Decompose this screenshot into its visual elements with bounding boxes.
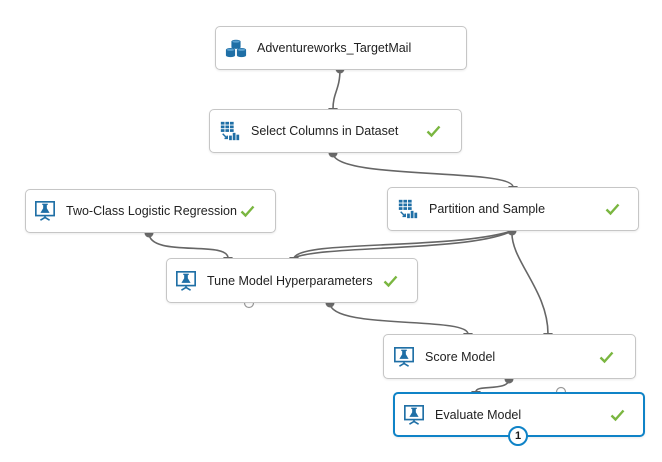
module-score-model[interactable]: Score Model [383,334,636,379]
checkmark-icon [605,203,620,216]
connector-partition-to-score-right [511,230,549,335]
connector-score-to-evaluate [475,378,510,393]
module-label: Score Model [425,349,496,364]
module-label: Evaluate Model [435,407,522,422]
connector-partition-to-tune-2 [293,230,513,259]
module-tune-model-hyperparameters[interactable]: Tune Model Hyperparameters [166,258,418,303]
dataset-icon [225,39,247,58]
checkmark-icon [240,205,255,218]
output-port-badge[interactable]: 1 [508,426,528,446]
checkmark-icon [610,409,625,421]
module-label: Two-Class Logistic Regression [66,204,237,218]
data-transform-icon [398,199,418,219]
ml-model-icon [394,346,414,367]
module-two-class-logistic-regression[interactable]: Two-Class Logistic Regression [25,189,276,233]
ml-model-icon [35,201,55,221]
connector-select-columns-to-partition [332,152,514,188]
module-label: Select Columns in Dataset [251,124,399,138]
connector-partition-to-tune-1 [293,230,513,259]
module-adventureworks-targetmail[interactable]: Adventureworks_TargetMail [215,26,467,70]
module-partition-and-sample[interactable]: Partition and Sample [387,187,639,231]
connector-logistic-to-tune [148,232,229,259]
ml-model-icon [176,270,196,291]
module-label: Partition and Sample [429,202,546,216]
module-label: Adventureworks_TargetMail [257,41,412,55]
checkmark-icon [599,351,614,363]
connector-dataset-to-select-columns [332,68,341,110]
checkmark-icon [383,275,398,287]
module-select-columns-in-dataset[interactable]: Select Columns in Dataset [209,109,462,153]
data-transform-icon [220,121,240,141]
checkmark-icon [426,125,441,138]
module-label: Tune Model Hyperparameters [207,273,373,288]
connector-tune-to-score [329,302,469,335]
ml-model-icon [404,404,424,425]
